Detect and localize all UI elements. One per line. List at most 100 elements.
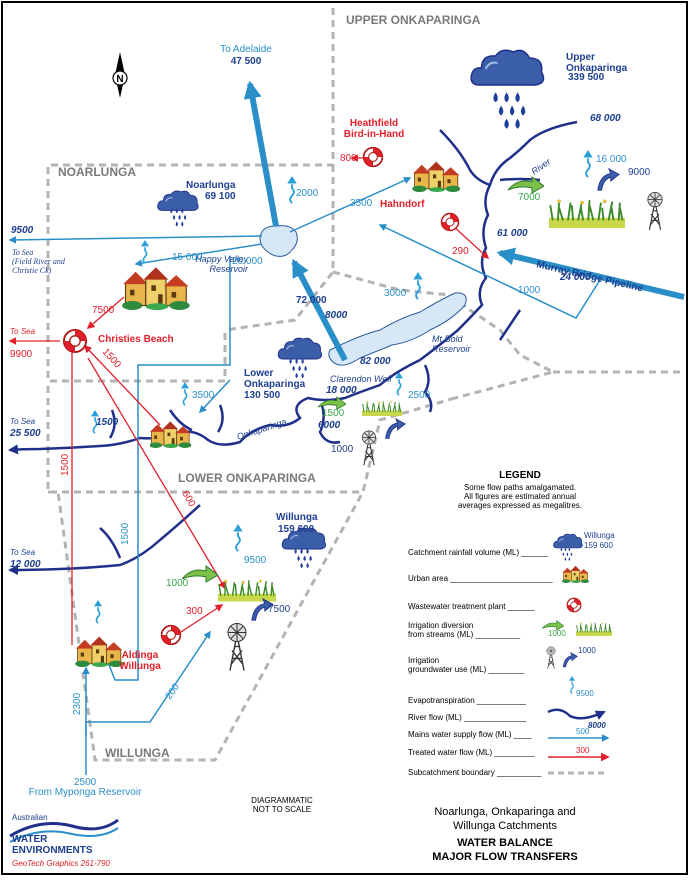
legend-et-icon (568, 676, 576, 694)
legend-sample-irr: 1000 (548, 629, 566, 638)
legend-sample-gw: 1000 (578, 646, 596, 655)
et-arrow-icon-willunga2 (93, 600, 103, 624)
legend-urban-icon (562, 565, 590, 583)
et-arrow-icon-noarlunga2 (140, 240, 150, 264)
region-label-willunga: WILLUNGA (105, 746, 170, 760)
value-myponga: 2500 (74, 777, 97, 788)
place-river-upper: River (529, 156, 553, 177)
urban-area-icon-noarlunga (122, 266, 191, 310)
groundwater-arrow-icon-lower (385, 418, 406, 439)
windmill-icon-upper (647, 191, 663, 230)
value-adelaide: 47 500 (231, 56, 262, 67)
et-arrow-icon-willunga (232, 524, 244, 552)
value-lower-river-gw: 6000 (318, 420, 341, 431)
wave-icon (9, 818, 119, 838)
value-pipeline-in: 24 000 (559, 272, 591, 283)
footer-title: Noarlunga, Onkaparinga and Willunga Catc… (432, 806, 577, 863)
value-lower-sea: 25 500 (9, 428, 41, 439)
rain-cloud-icon-lower (277, 337, 323, 379)
irrigation-area-lower (362, 400, 402, 417)
place-clarendon: Clarendon Weir (330, 374, 393, 384)
logo-bottom: ENVIRONMENTS (12, 845, 93, 856)
value-clarendon-out: 18 000 (326, 385, 357, 396)
logo-top: Australian (12, 813, 48, 822)
value-myponga-2300: 2300 (72, 692, 83, 715)
value-christies-sea: 9900 (10, 349, 33, 360)
value-clarendon: 82 000 (360, 356, 391, 367)
windmill-icon-willunga (227, 622, 247, 672)
river-network (8, 120, 578, 575)
urban-area-icon-heathfield (412, 161, 461, 192)
wwtp-icon-hahndorf (440, 212, 460, 232)
awe-logo: Australian WATER ENVIRONMENTS GeoTech Gr… (9, 813, 119, 868)
place-to-sea-willunga: To Sea (10, 548, 36, 557)
mt-bold-reservoir-shape (328, 292, 467, 366)
wwtp-icon-heathfield (362, 146, 384, 168)
place-hahndorf: Hahndorf (380, 199, 425, 210)
logo-mid: WATER (12, 834, 48, 845)
to-happy-valley-flow (291, 258, 348, 362)
catchment-value-willunga: 159 600 (278, 524, 315, 535)
legend-sample-river: 8000 (588, 721, 606, 730)
place-christies: Christies Beach (98, 334, 174, 345)
value-lower-irr: 1500 (322, 408, 345, 419)
value-mains-1500: 1500 (120, 522, 131, 545)
value-will-gw: 7500 (268, 604, 291, 615)
treated-water-lines (8, 154, 490, 645)
legend-mains: Mains water supply flow (ML) ____ (408, 730, 532, 739)
value-pipeline-branch: 1000 (518, 285, 541, 296)
legend-wwtp: Wastewater treatment plant ______ (408, 602, 535, 611)
legend-irrigation-grass-icon (575, 622, 613, 636)
legend-sample-mains: 500 (576, 727, 590, 736)
legend-rainfall: Catchment rainfall volume (ML) ______ (408, 548, 549, 557)
value-to-hv: 72 000 (296, 295, 327, 306)
legend-river-line (547, 708, 606, 720)
value-treated-1500: 1500 (60, 453, 71, 476)
groundwater-values: 9000 1000 7500 (268, 167, 651, 615)
legend-windmill-icon (546, 646, 556, 669)
catchment-value-upper: 339 500 (568, 72, 605, 83)
to-adelaide-flow (243, 80, 279, 227)
legend-evapo: Evapotranspiration ___________ (408, 696, 526, 705)
place-to-adelaide: To Adelaide (220, 44, 272, 55)
rain-cloud-icon-noarlunga (157, 190, 199, 227)
place-river-onk: Onkaparinga (236, 416, 288, 441)
place-to-sea-lower: To Sea (10, 417, 36, 426)
et-arrow-icon-upper (582, 150, 594, 178)
catchment-value-noarlunga: 69 100 (205, 191, 236, 202)
value-noar-et2: 15 000 (172, 252, 203, 263)
value-lower-mains: 3500 (192, 390, 215, 401)
value-upper-gw: 9000 (628, 167, 651, 178)
footer-line4: MAJOR FLOW TRANSFERS (432, 851, 577, 863)
footer-line2: Willunga Catchments (453, 820, 557, 832)
mains-supply-lines (8, 177, 412, 775)
wwtp-icon-aldinga (160, 624, 182, 646)
rain-cloud-icon-upper (470, 49, 545, 129)
value-upper-et: 16 000 (596, 154, 627, 165)
place-to-sea-christies: To Sea (10, 327, 36, 336)
value-noar-et: 2000 (296, 188, 319, 199)
et-arrow-icon-lower2 (180, 382, 190, 406)
legend-rain-cloud-icon (553, 533, 583, 561)
north-arrow-icon: N (112, 52, 128, 98)
value-hv-to-mains: 20 000 (232, 256, 263, 267)
legend-sample-treated: 300 (576, 746, 590, 755)
value-upper-irr: 7000 (518, 192, 541, 203)
legend-sample-et: 9500 (576, 689, 594, 698)
windmill-icon-lower (361, 430, 377, 466)
pipeline-branch (378, 224, 601, 319)
logo-credit: GeoTech Graphics 261-790 (12, 859, 111, 868)
murray-bridge-pipeline (496, 247, 685, 300)
et-arrow-icon-lower (394, 372, 404, 396)
legend-note: Some flow paths amalgamated.All figures … (458, 483, 582, 510)
legend-boundary: Subcatchment boundary __________ (408, 768, 542, 777)
